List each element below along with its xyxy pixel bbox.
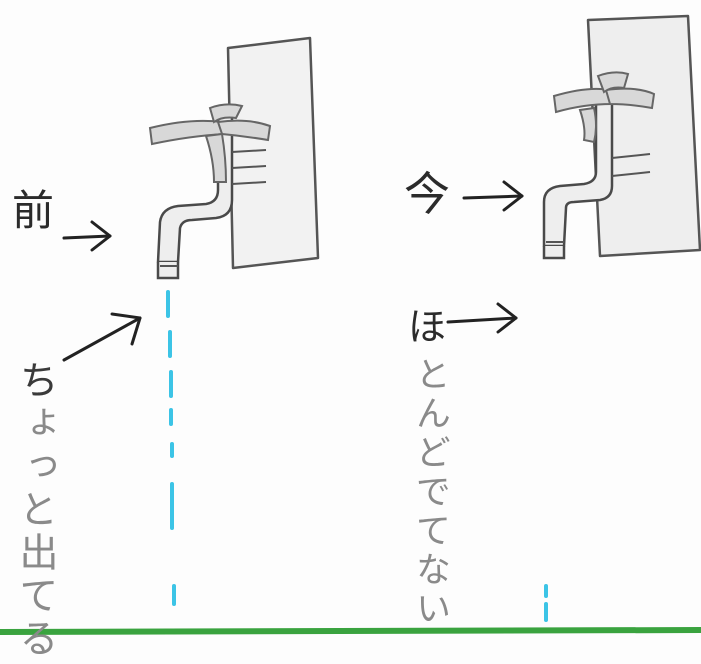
label-mae: 前 <box>12 186 55 235</box>
left-wall-panel <box>226 36 320 270</box>
left-faucet-handle <box>148 103 272 183</box>
right-faucet-pipe-tip <box>542 246 566 260</box>
label-ima: 今 <box>404 167 450 221</box>
vertical-caption-left-rest: ょっと出てる <box>13 403 58 661</box>
arrow-ho <box>446 302 518 334</box>
vertical-caption-left: ちょっと出てる <box>13 360 58 661</box>
vertical-caption-right: とんどでてない <box>410 356 450 629</box>
left-water-stream <box>166 290 176 606</box>
left-faucet-connector <box>231 149 267 185</box>
arrow-mae <box>62 220 112 252</box>
arrow-chotto <box>62 312 142 362</box>
ground-line <box>0 627 701 635</box>
vertical-caption-left-first: ち <box>13 360 58 403</box>
label-ho: ほ <box>408 305 447 349</box>
right-faucet-connector <box>611 153 651 177</box>
right-faucet-handle <box>552 71 656 144</box>
left-faucet-pipe-tip <box>156 262 180 280</box>
arrow-ima <box>462 180 524 212</box>
